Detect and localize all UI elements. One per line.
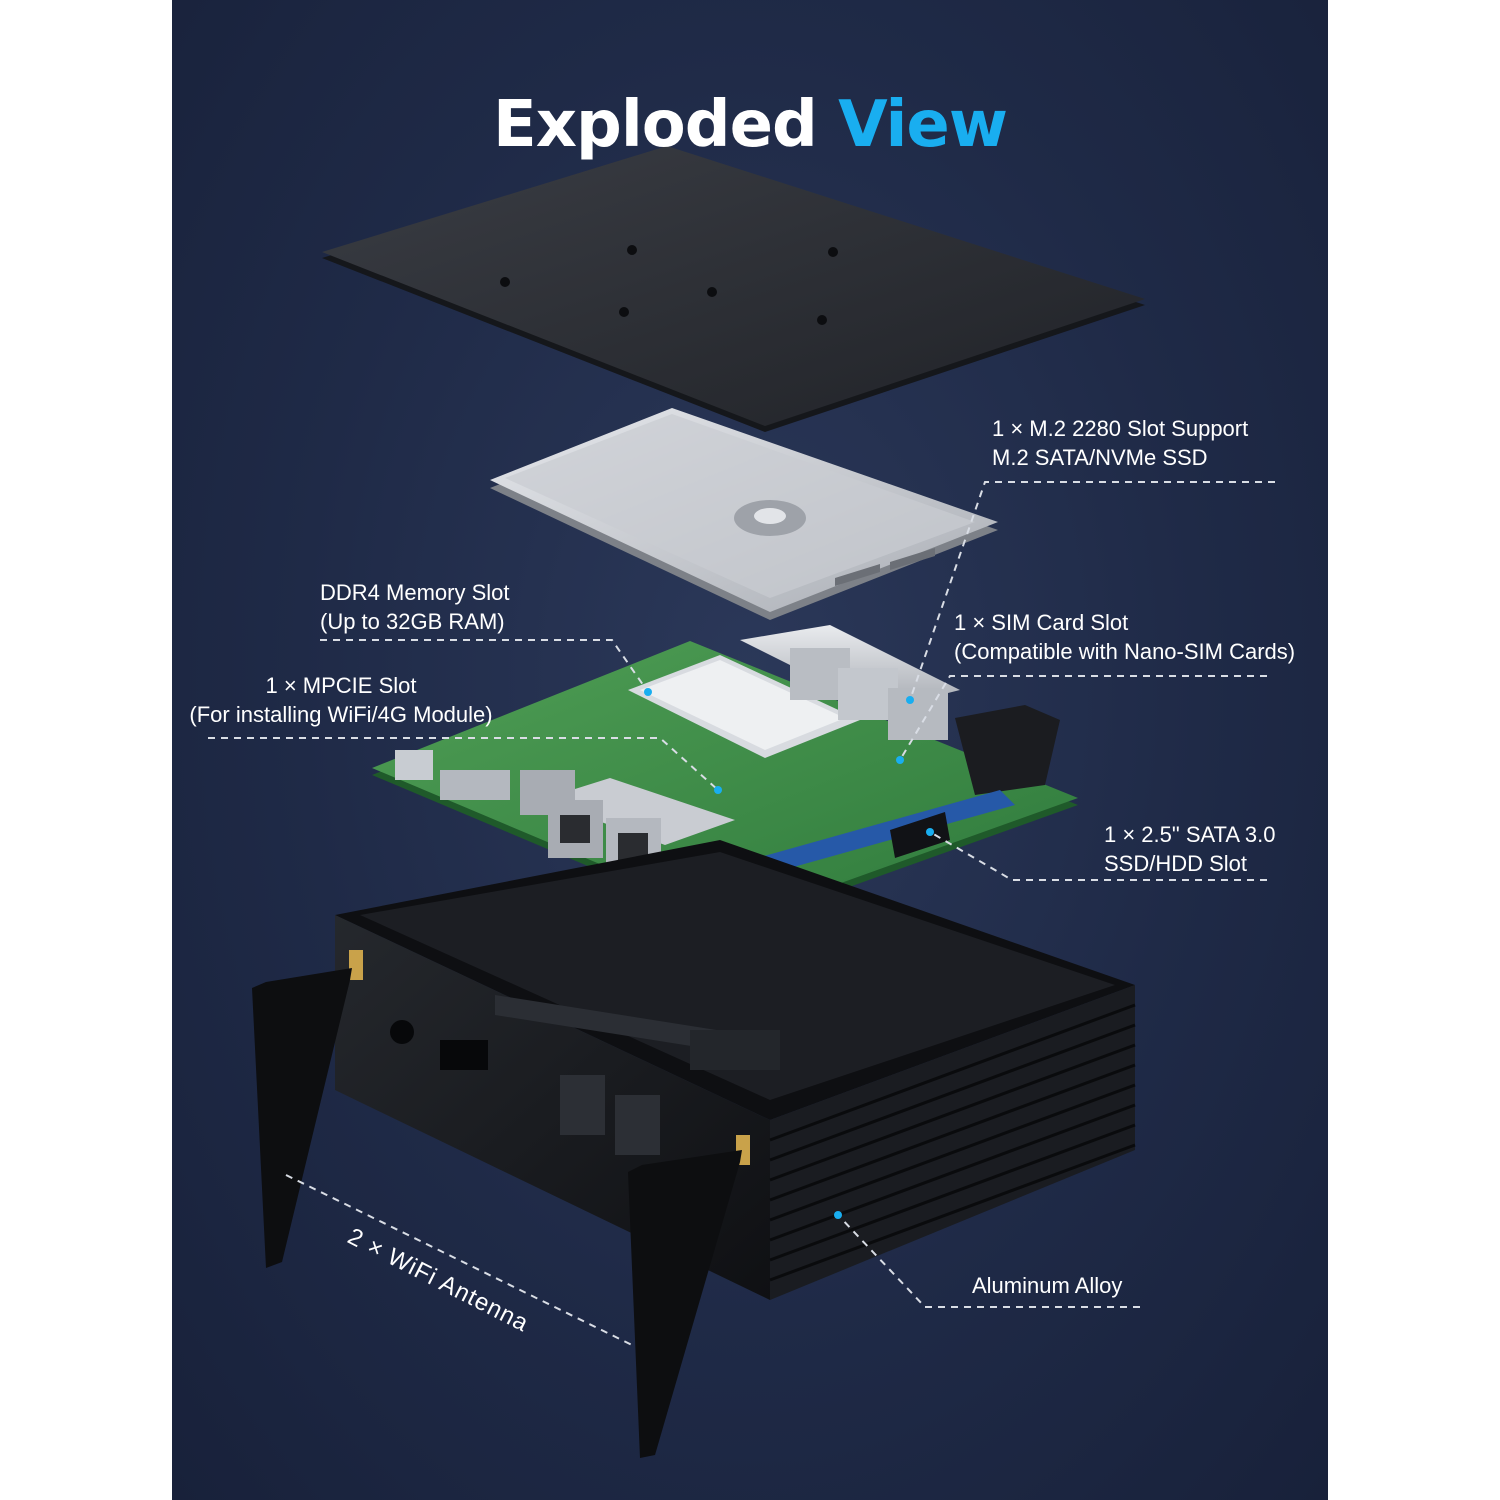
callout-dots (644, 688, 934, 1219)
label-m2-line1: 1 × M.2 2280 Slot Support (992, 416, 1249, 441)
label-sim-line1: 1 × SIM Card Slot (954, 610, 1129, 635)
label-sim-slot: 1 × SIM Card Slot (Compatible with Nano-… (954, 608, 1295, 666)
page-title: Exploded View (0, 88, 1500, 162)
label-ddr4-line2: (Up to 32GB RAM) (320, 609, 505, 634)
label-sata-line2: SSD/HDD Slot (1104, 851, 1248, 876)
label-m2-line2: M.2 SATA/NVMe SSD (992, 445, 1208, 470)
chassis (335, 840, 1136, 1300)
label-sim-line2: (Compatible with Nano-SIM Cards) (954, 639, 1296, 664)
title-part-1: Exploded (493, 88, 818, 162)
label-ddr4-line1: DDR4 Memory Slot (320, 580, 510, 605)
label-mpcie-line1: 1 × MPCIE Slot (265, 673, 417, 698)
label-mpcie-slot: 1 × MPCIE Slot (For installing WiFi/4G M… (186, 671, 496, 729)
wifi-antenna-right (628, 1135, 750, 1458)
label-ddr4-slot: DDR4 Memory Slot (Up to 32GB RAM) (320, 578, 509, 636)
title-part-2: View (838, 88, 1008, 162)
top-lid-plate (322, 146, 1145, 432)
label-m2-slot: 1 × M.2 2280 Slot Support M.2 SATA/NVMe … (992, 414, 1248, 472)
label-mpcie-line2: (For installing WiFi/4G Module) (189, 702, 493, 727)
callout-lines (208, 481, 1275, 1346)
label-sata-slot: 1 × 2.5" SATA 3.0 SSD/HDD Slot (1104, 820, 1276, 878)
drive-tray (490, 408, 998, 620)
label-sata-line1: 1 × 2.5" SATA 3.0 (1104, 822, 1276, 847)
wifi-antenna-left (252, 950, 363, 1268)
label-aluminum-alloy: Aluminum Alloy (972, 1273, 1123, 1298)
